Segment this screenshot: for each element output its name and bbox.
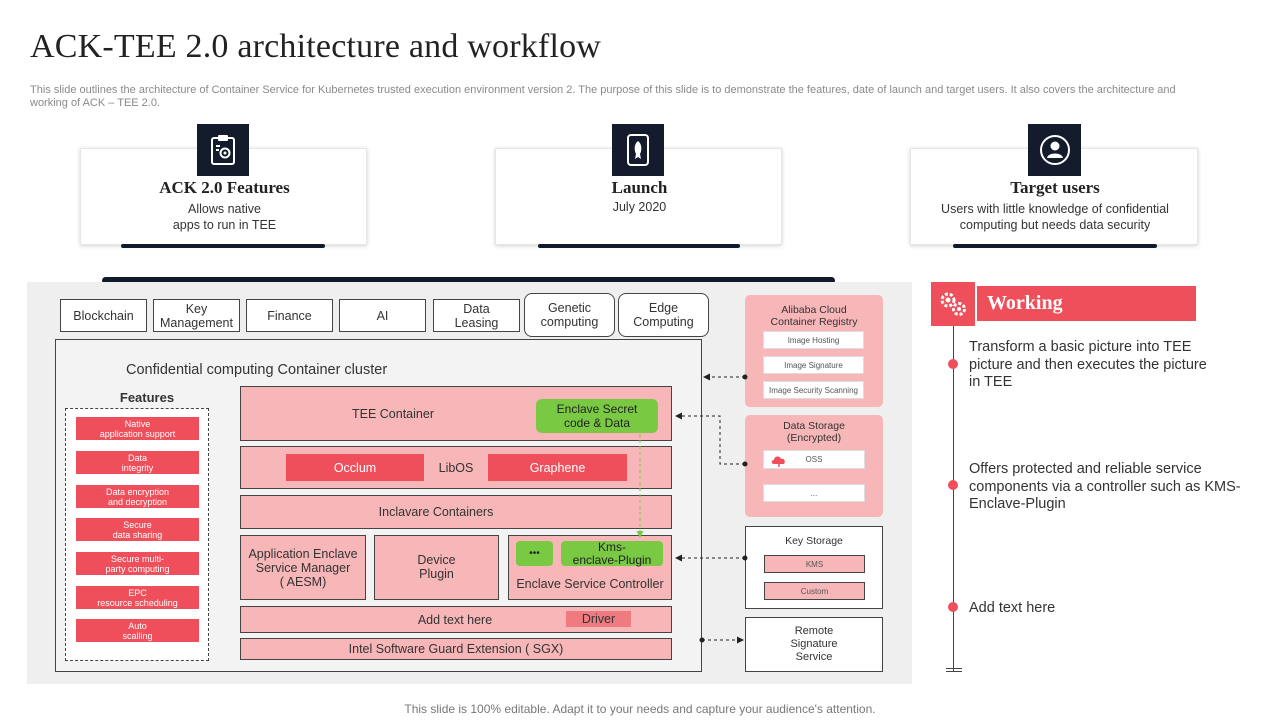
data-storage-title: Data Storage(Encrypted) <box>783 420 845 444</box>
sgx-label: Intel Software Guard Extension ( SGX) <box>348 642 564 656</box>
custom-item: Custom <box>764 582 865 600</box>
more-plugins: ••• <box>516 541 553 566</box>
occlum-box: Occlum <box>286 454 424 481</box>
feature-item: Secure multi-party computing <box>76 552 199 575</box>
timeline-dot <box>948 359 958 369</box>
tee-container-label: TEE Container <box>352 407 434 421</box>
card-title: ACK 2.0 Features <box>159 178 290 197</box>
timeline-end <box>946 668 962 672</box>
aesm-box <box>240 535 366 600</box>
kms-item: KMS <box>764 555 865 573</box>
image-signature-item: Image Signature <box>763 356 864 374</box>
rocket-phone-icon <box>612 124 664 176</box>
image-security-scanning-item: Image Security Scanning <box>763 381 864 399</box>
inclavare-label: Inclavare Containers <box>378 505 494 519</box>
gears-icon <box>931 282 975 326</box>
cluster-title: Confidential computing Container cluster <box>126 362 388 378</box>
category-finance: Finance <box>246 299 333 332</box>
device-plugin-box <box>374 535 499 600</box>
image-hosting-item: Image Hosting <box>763 331 864 349</box>
inclavare-containers <box>240 495 672 529</box>
card-bar <box>121 244 325 248</box>
cloud-icon <box>770 454 788 469</box>
storage-more-item: ... <box>763 484 865 502</box>
diagram-connectors <box>636 373 748 644</box>
features-title: Features <box>119 390 175 405</box>
page-title: ACK-TEE 2.0 architecture and workflow <box>30 28 602 65</box>
card-title: Target users <box>1010 178 1100 197</box>
footer-note: This slide is 100% editable. Adapt it to… <box>404 702 876 716</box>
working-timeline <box>953 326 954 672</box>
section-divider <box>102 277 835 284</box>
remote-signature-panel <box>745 617 883 672</box>
working-step: Add text here <box>969 600 1056 616</box>
card-bar <box>538 244 740 248</box>
clipboard-gear-icon <box>197 124 249 176</box>
add-text-label: Add text here <box>417 613 493 627</box>
key-storage-title: Key Storage <box>785 535 843 547</box>
oss-item: OSS <box>763 450 865 469</box>
timeline-dot <box>948 480 958 490</box>
card-text: July 2020 <box>612 200 667 214</box>
card-bar <box>953 244 1157 248</box>
enclave-service-controller-label: Enclave Service Controller <box>516 577 664 591</box>
driver-box: Driver <box>566 611 631 627</box>
libos-label: LibOS <box>438 461 474 475</box>
user-circle-icon <box>1028 124 1081 176</box>
graphene-box: Graphene <box>488 454 627 481</box>
working-title: Working <box>977 286 1196 321</box>
card-text: Users with little knowledge of confident… <box>941 202 1169 232</box>
page-subtitle: This slide outlines the architecture of … <box>30 84 1176 109</box>
kms-enclave-plugin: Kms-enclave-Plugin <box>561 540 663 566</box>
category-blockchain: Blockchain <box>60 299 147 332</box>
card-title: Launch <box>611 178 668 197</box>
timeline-dot <box>948 602 958 612</box>
category-ai: AI <box>339 299 426 332</box>
sgx-box <box>240 638 672 660</box>
